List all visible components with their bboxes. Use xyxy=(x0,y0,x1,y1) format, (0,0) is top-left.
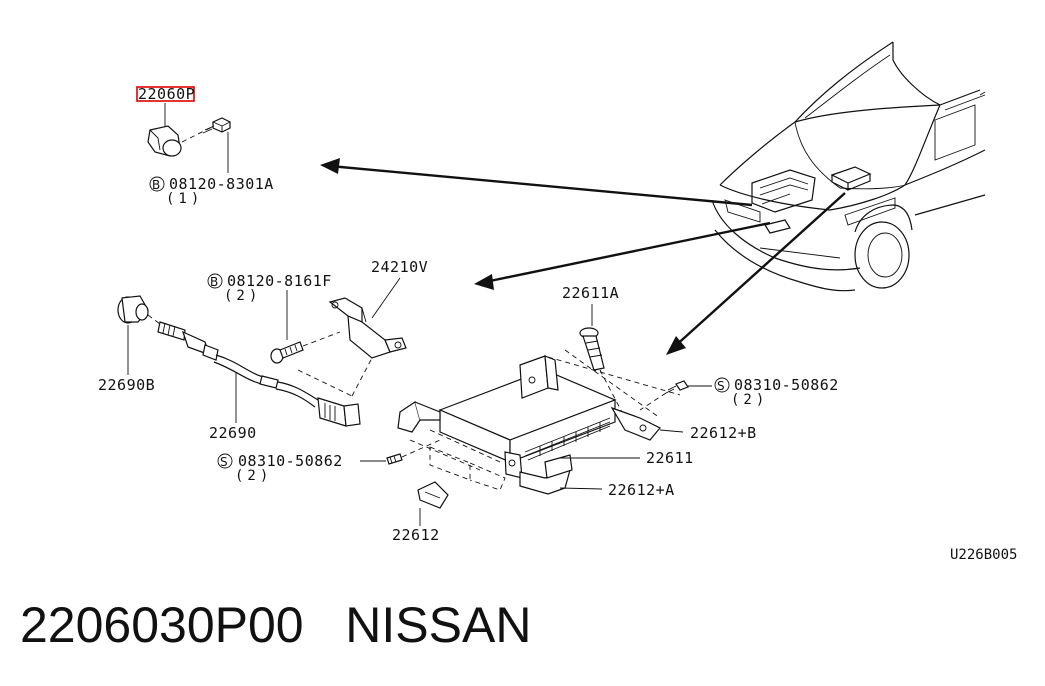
bolt-icon xyxy=(579,327,605,371)
bracket-22612B-label[interactable]: 22612+B xyxy=(690,424,757,442)
diagram-code: U226B005 xyxy=(950,547,1017,563)
crank-sensor-icon xyxy=(147,125,182,157)
part-title: 2206030P00 NISSAN xyxy=(20,597,532,653)
bracket-24210V-group: 24210V xyxy=(297,258,428,397)
bolt-22611A-label[interactable]: 22611A xyxy=(562,284,619,302)
bolt-top-circle-letter: B xyxy=(152,178,160,192)
screw-left-circle-letter: S xyxy=(220,455,228,469)
bracket-24210V-label[interactable]: 24210V xyxy=(371,258,428,276)
bolt-top-qty: (1) xyxy=(166,191,203,207)
bracket-icon xyxy=(397,401,441,433)
harness-22690-label[interactable]: 22690 xyxy=(209,424,257,442)
ecu-assembly-group: 22611A xyxy=(392,284,757,544)
oxygen-sensor-group: 22690B 22690 xyxy=(98,295,361,442)
ecu-22611-label[interactable]: 22611 xyxy=(646,449,694,467)
bracket-22612A-label[interactable]: 22612+A xyxy=(608,481,675,499)
oxygen-sensor-icon xyxy=(117,295,219,361)
highlight-box xyxy=(136,86,195,102)
bolt-mid-qty: (2) xyxy=(224,288,261,304)
bracket-icon xyxy=(504,451,573,495)
part-22060P-label[interactable]: 22060P xyxy=(138,85,195,103)
bolt-icon xyxy=(270,341,304,364)
bolt-top-code[interactable]: 08120-8301A xyxy=(169,175,274,193)
screw-icon xyxy=(665,380,689,394)
clip-icon xyxy=(417,481,449,509)
bracket-icon xyxy=(328,297,407,359)
screw-left-group: S 08310-50862 (2) xyxy=(217,439,441,484)
pointer-arrow-icon xyxy=(320,158,846,355)
bracket-22612-label[interactable]: 22612 xyxy=(392,526,440,544)
screw-right-group: S 08310-50862 (2) xyxy=(639,376,839,411)
bolt-icon xyxy=(202,117,231,134)
bolt-mid-code[interactable]: 08120-8161F xyxy=(227,272,332,290)
car-outline-icon xyxy=(711,41,986,292)
bracket-icon xyxy=(519,355,661,441)
screw-right-circle-letter: S xyxy=(717,379,725,393)
screw-right-qty: (2) xyxy=(731,392,768,408)
screw-right-code[interactable]: 08310-50862 xyxy=(734,376,839,394)
ecu-module-icon xyxy=(438,369,617,463)
sensor-22690B-label[interactable]: 22690B xyxy=(98,376,155,394)
screw-icon xyxy=(386,453,403,465)
screw-left-code[interactable]: 08310-50862 xyxy=(238,452,343,470)
bolt-mid-circle-letter: B xyxy=(210,275,218,289)
screw-left-qty: (2) xyxy=(235,468,272,484)
bolt-mid-group: B 08120-8161F (2) xyxy=(207,272,341,364)
part-22060P-group: 22060P B 08120-8301A (1) xyxy=(136,85,274,207)
